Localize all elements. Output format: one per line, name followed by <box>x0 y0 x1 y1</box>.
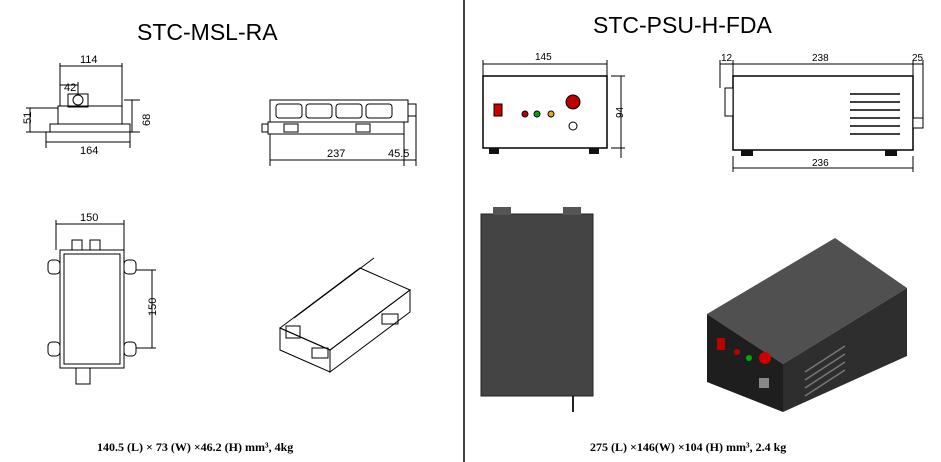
psu-dim-width: 145 <box>535 52 552 63</box>
psu-dim-height: 94 <box>615 106 626 118</box>
right-panel-psu: STC-PSU-H-FDA <box>465 0 941 462</box>
msl-dim-bottom: 164 <box>80 145 98 157</box>
msl-isometric-view <box>279 257 411 373</box>
psu-top-view <box>480 207 594 412</box>
psu-drawings: 145 94 12 238 25 236 <box>480 52 924 412</box>
model-title-msl: STC-MSL-RA <box>137 19 278 45</box>
spec-line-psu: 275 (L) ×146(W) ×104 (H) mm³, 2.4 kg <box>590 440 787 454</box>
psu-dim-bottom: 236 <box>812 158 829 169</box>
msl-dim-length: 237 <box>327 148 345 160</box>
msl-front-view <box>26 63 140 148</box>
psu-dim-right: 25 <box>912 53 924 64</box>
msl-side-view <box>261 99 417 166</box>
psu-dim-top: 238 <box>812 53 829 64</box>
panel-divider <box>463 0 465 462</box>
msl-drawings: 114 42 51 68 164 237 45.5 150 150 <box>22 54 417 385</box>
msl-dim-height: 150 <box>147 298 159 316</box>
psu-side-view <box>719 60 924 172</box>
msl-dim-offset: 42 <box>64 82 76 94</box>
model-title-psu: STC-PSU-H-FDA <box>593 12 772 38</box>
msl-dim-height-right: 68 <box>141 114 153 126</box>
msl-dim-top: 114 <box>80 54 98 66</box>
left-panel-msl: STC-MSL-RA <box>0 0 463 462</box>
psu-isometric-view <box>707 238 907 412</box>
psu-front-view <box>482 60 625 158</box>
msl-top-view <box>47 220 156 385</box>
psu-dim-left: 12 <box>721 53 733 64</box>
msl-dim-width: 150 <box>80 212 98 224</box>
msl-dim-height-left: 51 <box>22 112 34 124</box>
msl-dim-extra: 45.5 <box>388 148 409 160</box>
spec-line-msl: 140.5 (L) × 73 (W) ×46.2 (H) mm³, 4kg <box>97 440 294 454</box>
